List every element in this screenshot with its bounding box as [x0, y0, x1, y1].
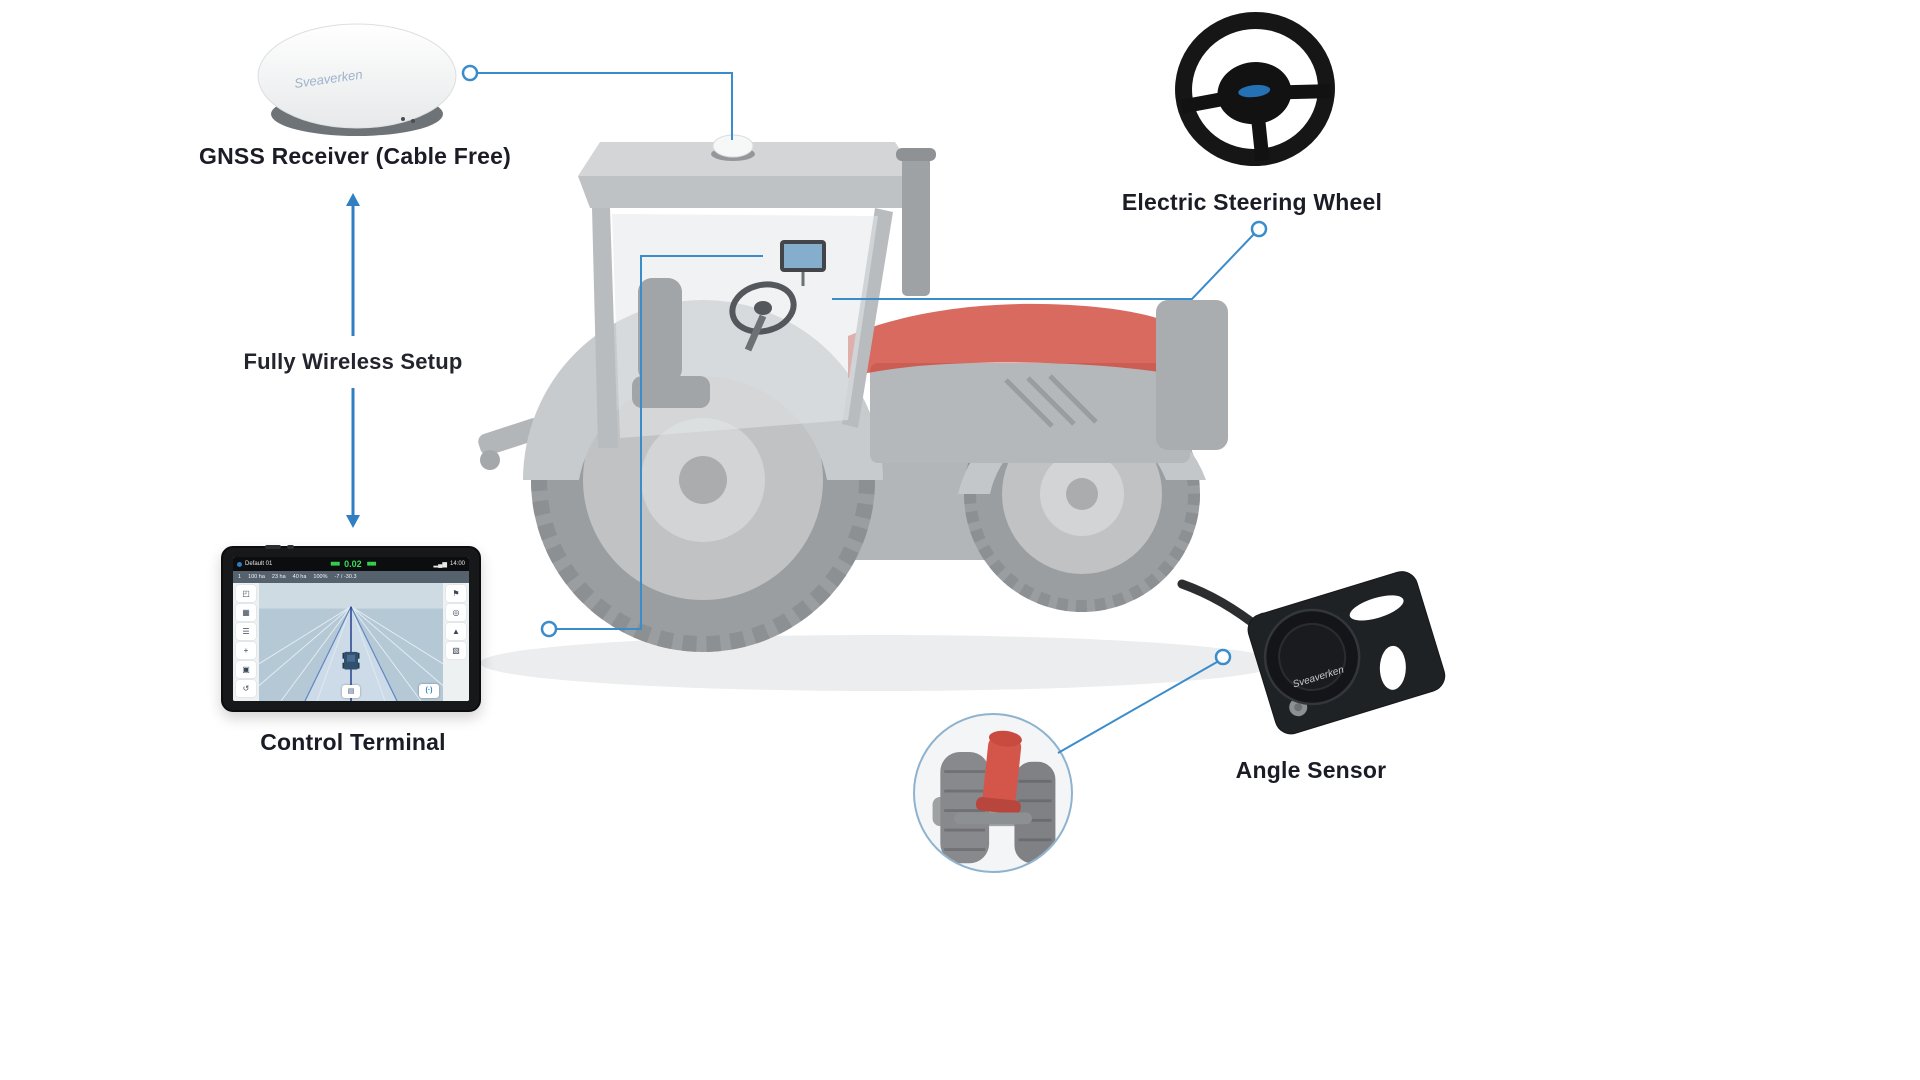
guidance-tractor-icon — [342, 651, 360, 670]
signal-strength-icon: ▂▄▆ — [433, 561, 447, 568]
roof-edge — [578, 176, 918, 208]
guidance-view — [259, 583, 443, 701]
terminal-body: ◰ ▦ ☰ + ▣ ↺ — [233, 583, 469, 701]
angle-sensor-label: Angle Sensor — [1235, 757, 1387, 783]
electric-steering-wheel-label: Electric Steering Wheel — [1121, 189, 1383, 215]
mount-slot-top — [1349, 595, 1404, 621]
cab-steering-wheel — [729, 281, 797, 352]
terminal-right-toolbar: ⚑ ◎ ▲ ▧ — [443, 583, 469, 701]
inset-left-wheel — [940, 752, 990, 864]
terminal-left-toolbar: ◰ ▦ ☰ + ▣ ↺ — [233, 583, 259, 701]
steering-connector-line — [832, 233, 1255, 300]
tie-rod — [954, 812, 1032, 825]
exhaust-cap — [896, 148, 936, 161]
profile-name: Default 01 — [245, 561, 273, 567]
toolbar-menu-icon: ☰ — [236, 623, 256, 640]
terminal-center-button: ▤ — [342, 685, 360, 698]
driver-seat-cushion — [632, 376, 710, 408]
sensor-mount-plate: Sveaverken — [1247, 571, 1446, 735]
front-grill — [1156, 300, 1228, 450]
steering-engage-button: (·) — [419, 684, 439, 698]
gnss-led2-icon — [411, 119, 415, 123]
toolbar-target-icon: ◎ — [446, 604, 466, 621]
bluetooth-dot-icon — [237, 561, 242, 567]
info-item: 100 ha — [248, 574, 265, 580]
info-item: 100% — [313, 574, 328, 580]
terminal-info-bar: 1 100 ha 23 ha 40 ha 100% -7 / -30.3 — [233, 571, 469, 583]
engine-vents — [1004, 374, 1098, 428]
cab-display — [780, 240, 826, 286]
sensor-body-ring — [1263, 608, 1361, 706]
toolbar-ab-line-icon: ▲ — [446, 623, 466, 640]
terminal-connector-line — [556, 255, 763, 630]
driver-seat-back — [638, 278, 682, 383]
mount-slot-bottom — [1379, 645, 1406, 690]
control-terminal-label: Control Terminal — [260, 729, 446, 755]
angle-connector-line — [1057, 661, 1218, 754]
toolbar-coverage-icon: ▧ — [446, 642, 466, 659]
red-hood — [848, 303, 1200, 380]
gnss-connector-endpoint — [461, 64, 479, 82]
gnss-dome — [257, 23, 457, 129]
toolbar-task-icon: ▣ — [236, 661, 256, 678]
terminal-mic-notch — [287, 545, 294, 549]
terminal-camera-notch — [265, 545, 281, 549]
center-button-icon: ▤ — [347, 688, 355, 695]
tractor-illustration — [478, 134, 1260, 691]
deviation-value: 0.02 — [344, 559, 362, 569]
wireless-arrow — [346, 193, 360, 528]
hitch-pin — [480, 450, 500, 470]
sveaverken-logo-badge-icon — [1238, 84, 1271, 98]
toolbar-flag-icon: ⚑ — [446, 585, 466, 602]
sensor-body-inner — [1278, 622, 1347, 691]
electric-steering-wheel-device — [1175, 11, 1335, 167]
control-terminal-device: Default 01 ▮▮▮▮▮ 0.02 ▮▮▮▮▮ ▂▄▆ 14:00 1 … — [221, 545, 481, 712]
gnss-receiver-device: Sveaverken — [257, 23, 457, 136]
toolbar-overview-icon: ◰ — [236, 585, 256, 602]
arrow-up-head-icon — [346, 193, 360, 206]
info-item: -7 / -30.3 — [334, 574, 357, 580]
angle-sensor-device: Sveaverken — [1177, 571, 1446, 735]
arrow-down-head-icon — [346, 515, 360, 528]
toolbar-reset-icon: ↺ — [236, 680, 256, 697]
info-item: 40 ha — [292, 574, 307, 580]
gnss-receiver-label: GNSS Receiver (Cable Free) — [199, 143, 511, 169]
axle-detail-drawing — [932, 730, 1056, 864]
info-item: 1 — [238, 574, 242, 580]
terminal-status-bar: Default 01 ▮▮▮▮▮ 0.02 ▮▮▮▮▮ ▂▄▆ 14:00 — [233, 557, 469, 571]
steering-connector-endpoint — [1250, 220, 1268, 238]
toolbar-field-icon: ▦ — [236, 604, 256, 621]
gps-bars-left-icon: ▮▮▮▮▮ — [330, 561, 340, 567]
inset-red-kingpin — [975, 730, 1022, 815]
mount-bolt-center — [1294, 703, 1303, 712]
toolbar-add-icon: + — [236, 642, 256, 659]
terminal-field-view: ▤ (·) — [259, 583, 443, 701]
terminal-screen: Default 01 ▮▮▮▮▮ 0.02 ▮▮▮▮▮ ▂▄▆ 14:00 1 … — [233, 557, 469, 701]
gnss-led-icon — [401, 117, 405, 121]
angle-connector-endpoint — [1214, 648, 1232, 666]
exhaust-pipe — [902, 156, 930, 296]
clock-readout: 14:00 — [450, 561, 466, 567]
info-item: 23 ha — [271, 574, 286, 580]
engage-button-icon: (·) — [425, 687, 433, 694]
engine-block — [870, 363, 1190, 463]
fully-wireless-setup-label: Fully Wireless Setup — [243, 349, 463, 374]
rear-hitch — [478, 418, 544, 456]
axle-detail-inset — [913, 713, 1073, 873]
gps-bars-right-icon: ▮▮▮▮▮ — [366, 561, 377, 567]
gnss-connector-line — [477, 72, 733, 140]
terminal-connector-endpoint — [540, 620, 558, 638]
cab-rear-pillar — [592, 208, 618, 448]
